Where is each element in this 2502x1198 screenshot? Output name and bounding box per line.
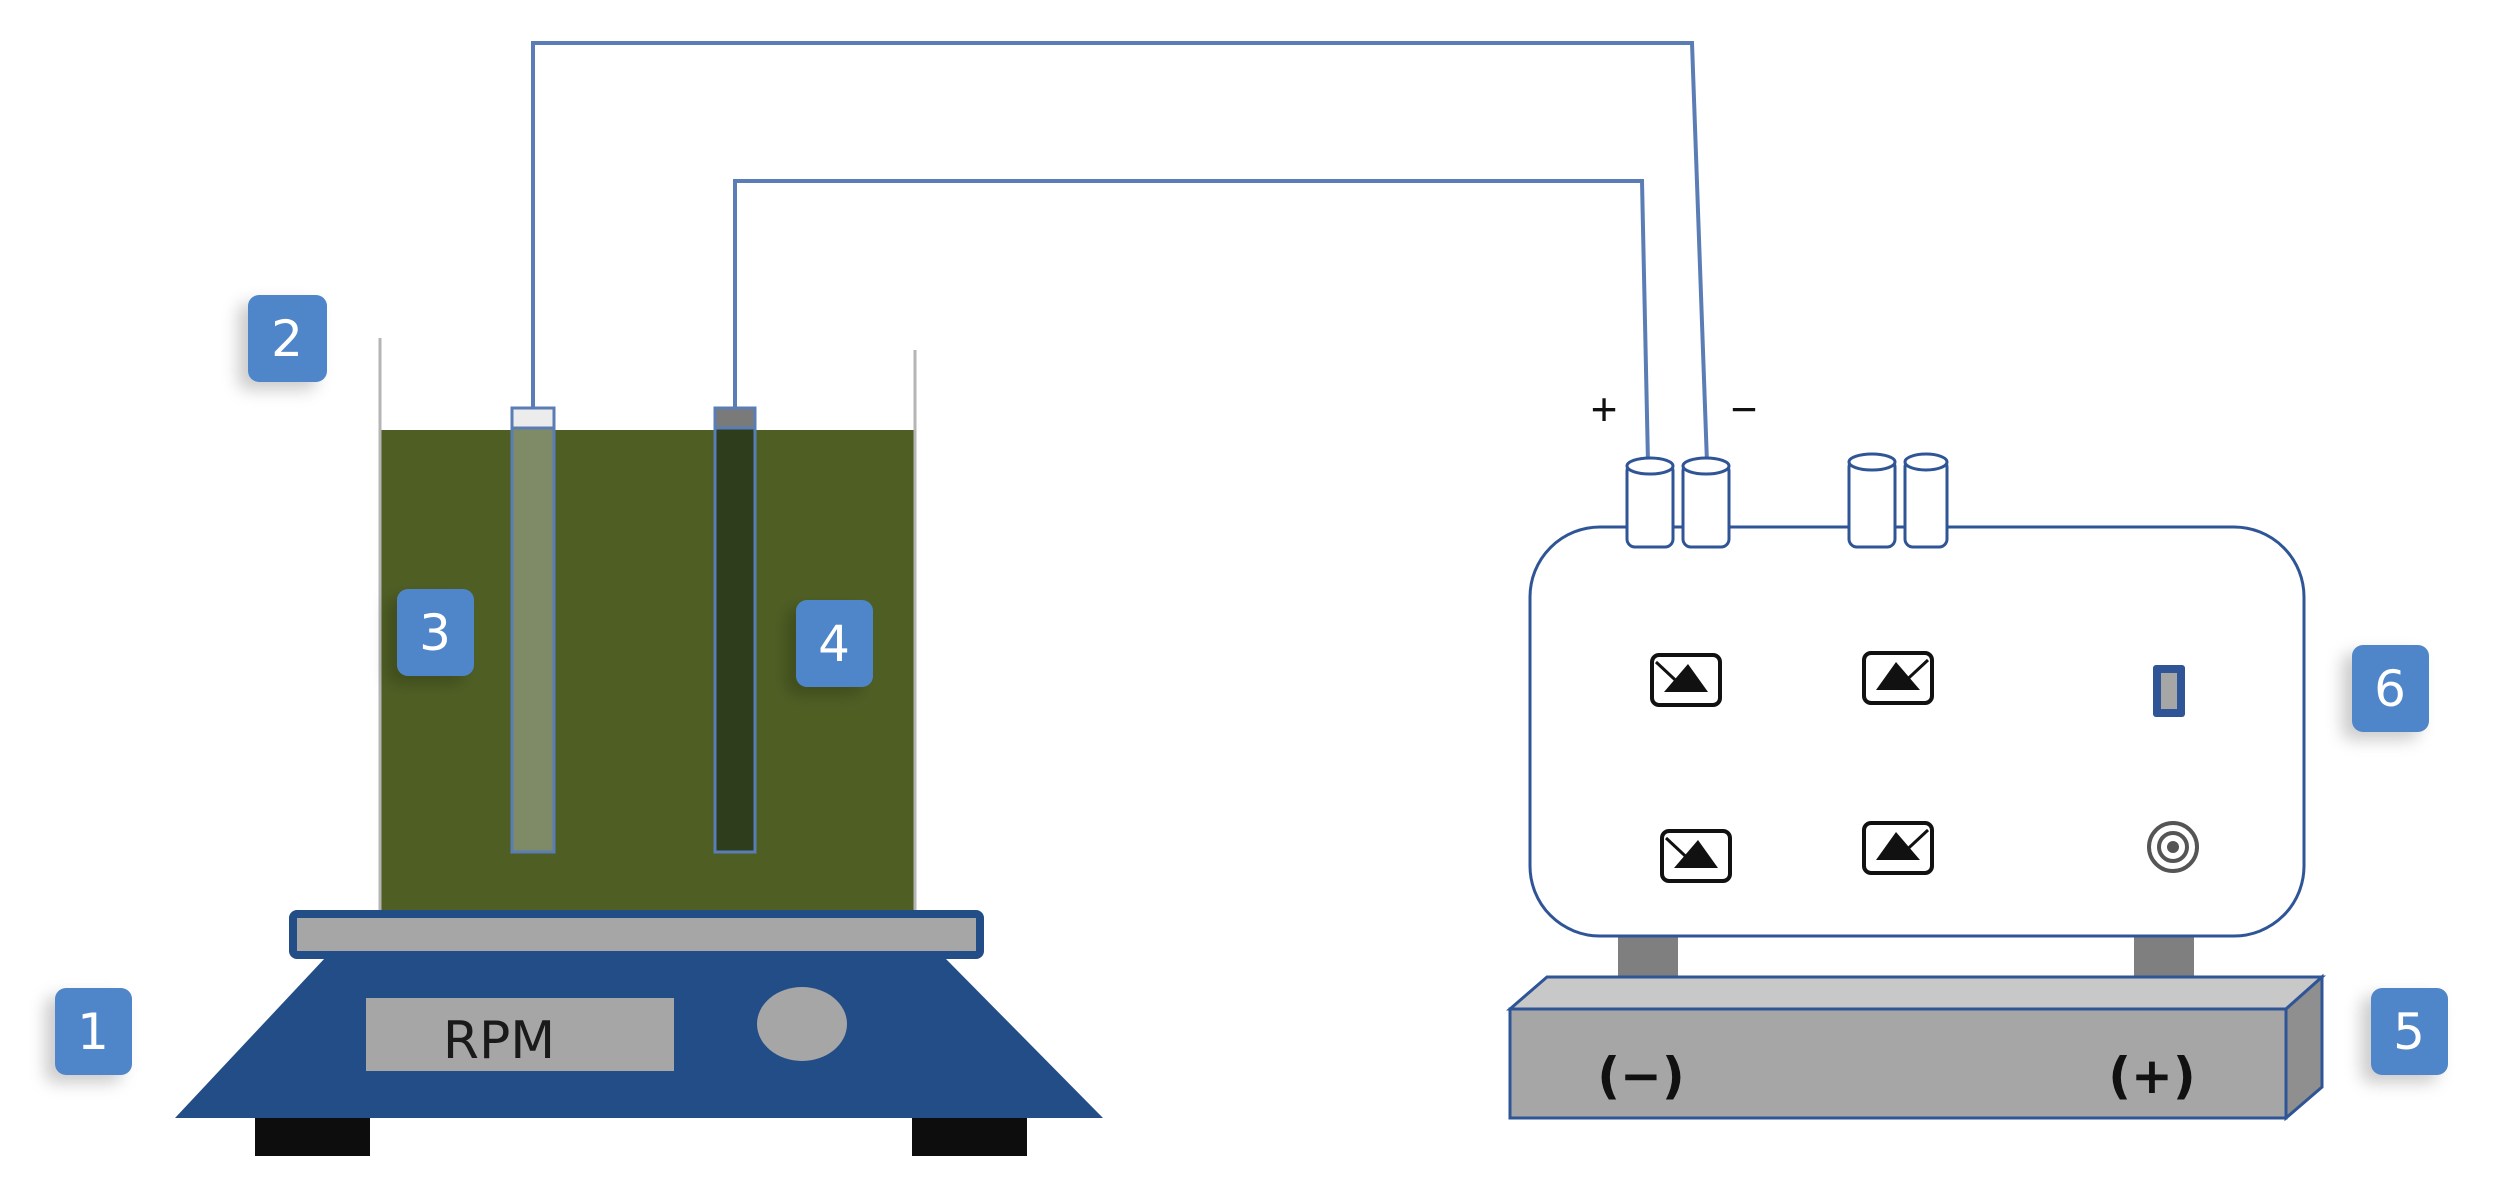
rpm-label: RPM (443, 1011, 555, 1071)
svg-text:5: 5 (2393, 1003, 2425, 1061)
base-positive-label: (+) (2108, 1047, 2196, 1105)
badge-4: 4 (796, 600, 873, 687)
base-top (1505, 975, 2326, 1011)
stirrer-foot-right (912, 1118, 1027, 1156)
power-knob-icon (2147, 821, 2199, 873)
terminal-negative (1681, 456, 1731, 549)
meter-icon (1660, 829, 1732, 883)
terminal-auxiliary-1 (1847, 452, 1897, 549)
positive-terminal-sign: + (1591, 383, 1618, 435)
badge-3: 3 (397, 589, 474, 676)
electrode-3 (510, 406, 556, 854)
badge-2: 2 (248, 295, 327, 382)
svg-text:6: 6 (2374, 660, 2406, 718)
base-front (1508, 1007, 2288, 1120)
stirrer-plate (289, 910, 984, 959)
negative-terminal-sign: − (1731, 383, 1758, 435)
badge-1: 1 (55, 988, 132, 1075)
rpm-display (366, 998, 674, 1071)
wire-electrode-4-to-positive (733, 179, 1650, 464)
svg-text:4: 4 (818, 615, 850, 673)
magnetic-stirrer: RPM (175, 910, 1103, 1156)
svg-text:1: 1 (77, 1003, 109, 1061)
meter-icon (1862, 651, 1934, 705)
terminal-positive (1625, 456, 1675, 549)
power-supply: + − (1528, 383, 2306, 990)
base-negative-label: (−) (1597, 1047, 1685, 1105)
svg-text:2: 2 (271, 310, 303, 368)
electrode-4 (713, 406, 757, 854)
switch-icon (2153, 665, 2185, 717)
badge-6: 6 (2352, 645, 2429, 732)
stirrer-knob (757, 987, 847, 1061)
terminal-auxiliary-2 (1903, 452, 1949, 549)
svg-text:3: 3 (419, 604, 451, 662)
electrode-base: (−) (+) (1505, 973, 2326, 1122)
meter-icon (1650, 653, 1722, 707)
wire-electrode-3-to-negative (531, 41, 1709, 464)
wires (531, 41, 1709, 464)
badge-5: 5 (2371, 988, 2448, 1075)
stirrer-foot-left (255, 1118, 370, 1156)
meter-icon (1862, 821, 1934, 875)
